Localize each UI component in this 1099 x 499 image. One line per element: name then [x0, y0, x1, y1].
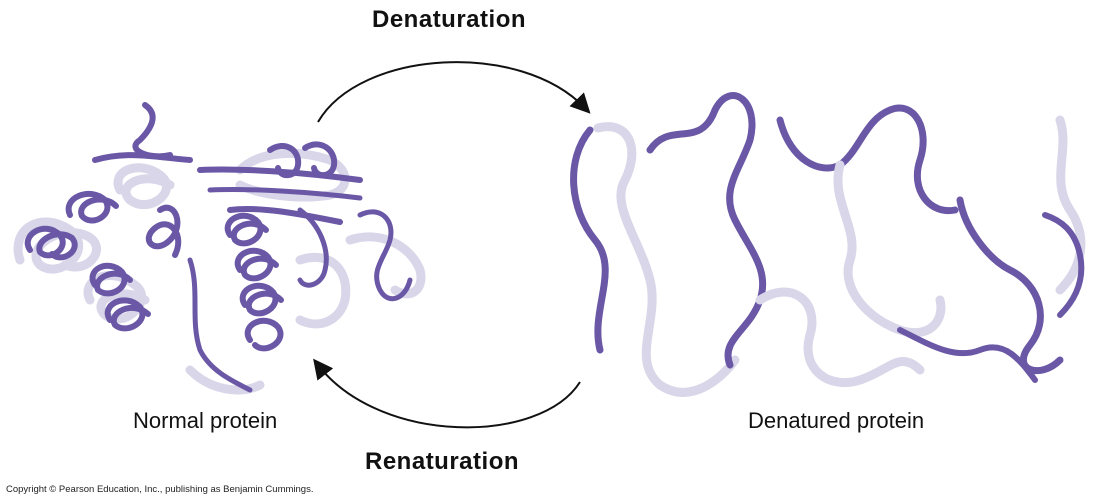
copyright-notice: Copyright © Pearson Education, Inc., pub… — [6, 484, 313, 495]
denatured-protein-structure — [574, 96, 1082, 393]
normal-protein-label: Normal protein — [133, 408, 277, 434]
denaturation-arrow — [318, 62, 585, 122]
denaturation-label: Denaturation — [372, 6, 526, 34]
denatured-protein-label: Denatured protein — [748, 408, 924, 434]
renaturation-label: Renaturation — [365, 448, 519, 476]
normal-protein-structure — [18, 105, 421, 390]
renaturation-arrow — [318, 365, 580, 427]
